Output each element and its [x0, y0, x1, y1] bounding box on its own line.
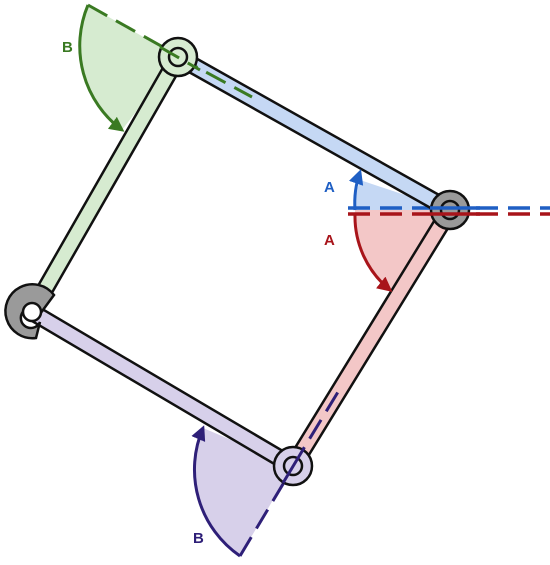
angle-b-wedge-green	[79, 5, 178, 130]
angle-a-wedge-red	[354, 210, 450, 290]
angle-a-arc-red	[353, 213, 393, 292]
reference-line-purple-joint	[281, 447, 306, 484]
angle-label-a-red: A	[324, 232, 335, 249]
angle-a-arc-blue	[348, 169, 364, 211]
joint-right-gray	[429, 189, 471, 231]
fixed-pivot-joint	[4, 282, 56, 340]
reference-line-green-joint	[159, 45, 201, 72]
link-left-green	[25, 50, 185, 319]
angle-b-arc-green	[78, 4, 125, 132]
link-bottom-purple	[25, 305, 300, 473]
angle-label-b-green: B	[62, 39, 73, 56]
angle-b-arc-purple	[191, 425, 241, 558]
angle-label-b-purple: B	[193, 530, 204, 547]
angle-label-a-blue: A	[324, 179, 335, 196]
